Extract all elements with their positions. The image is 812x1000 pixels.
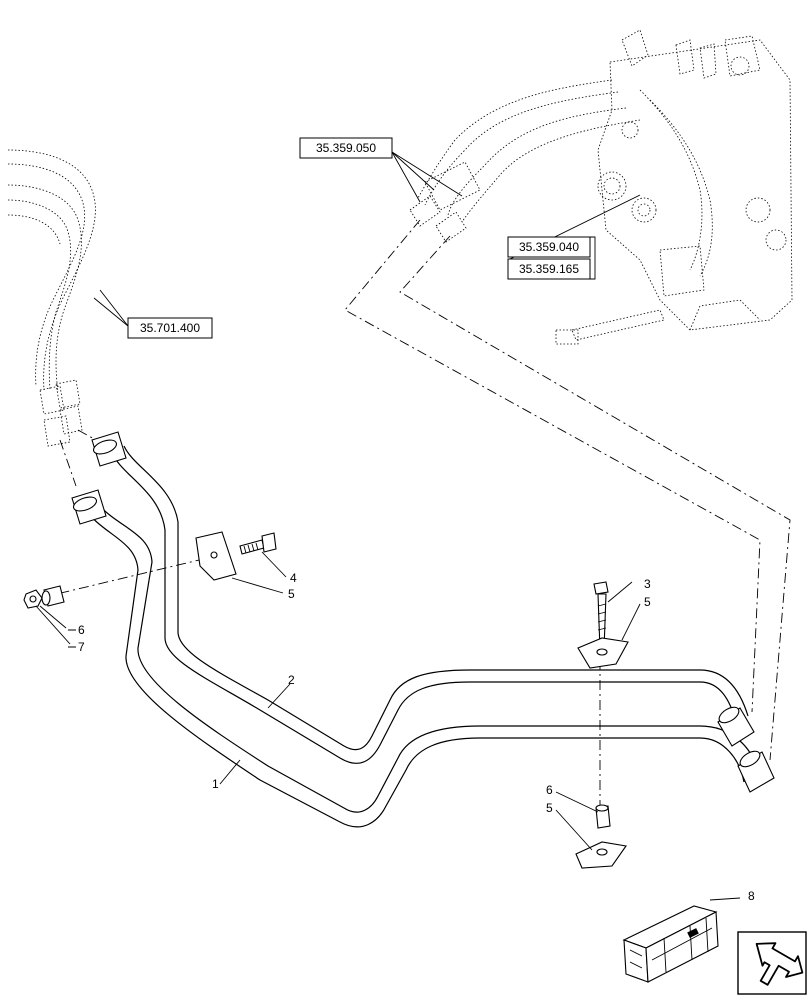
tractor-hoses-ghost — [7, 149, 96, 447]
callouts: 1 2 3 4 5 5 5 6 6 7 8 — [68, 571, 755, 903]
spacer-6-bottom — [595, 804, 611, 829]
spacer-6-left — [41, 585, 65, 607]
reference-label: 35.359.050 — [316, 141, 376, 155]
clamp-left — [195, 531, 237, 581]
callout-3: 3 — [644, 577, 651, 591]
callout-7: 7 — [78, 640, 85, 654]
navigation-arrow-icon[interactable] — [737, 931, 808, 997]
callout-5-left: 5 — [288, 587, 295, 601]
tube-end-fittings — [71, 431, 775, 793]
parts-kit-box-icon — [622, 905, 719, 983]
reference-box-35-359-040[interactable]: 35.359.040 — [507, 236, 591, 258]
callout-5-top: 5 — [644, 595, 651, 609]
bolt-4 — [239, 532, 277, 555]
callout-5-bottom: 5 — [546, 801, 553, 815]
reference-label: 35.359.165 — [519, 262, 579, 276]
reference-bracket — [590, 236, 596, 280]
callout-8: 8 — [748, 889, 755, 903]
reference-label: 35.701.400 — [140, 321, 200, 335]
valve-hoses-ghost — [409, 79, 641, 243]
reference-box-35-359-165[interactable]: 35.359.165 — [507, 258, 591, 280]
tube-part-2 — [111, 445, 749, 764]
control-valve-ghost — [555, 29, 793, 345]
reference-box-35-701-400[interactable]: 35.701.400 — [127, 317, 213, 339]
clamp-bottom — [575, 841, 627, 869]
reference-box-35-359-050[interactable]: 35.359.050 — [299, 137, 393, 159]
callout-6-bottom: 6 — [546, 783, 553, 797]
leader-lines — [35, 151, 741, 901]
assembly-centerlines — [39, 219, 791, 810]
callout-2: 2 — [288, 673, 295, 687]
callout-1: 1 — [212, 777, 219, 791]
clamp-top — [577, 637, 629, 669]
nut-7 — [23, 589, 43, 609]
reference-label: 35.359.040 — [519, 240, 579, 254]
callout-4: 4 — [290, 571, 297, 585]
tube-part-1 — [83, 501, 759, 828]
callout-6-left: 6 — [78, 623, 85, 637]
bolt-3 — [593, 581, 609, 651]
